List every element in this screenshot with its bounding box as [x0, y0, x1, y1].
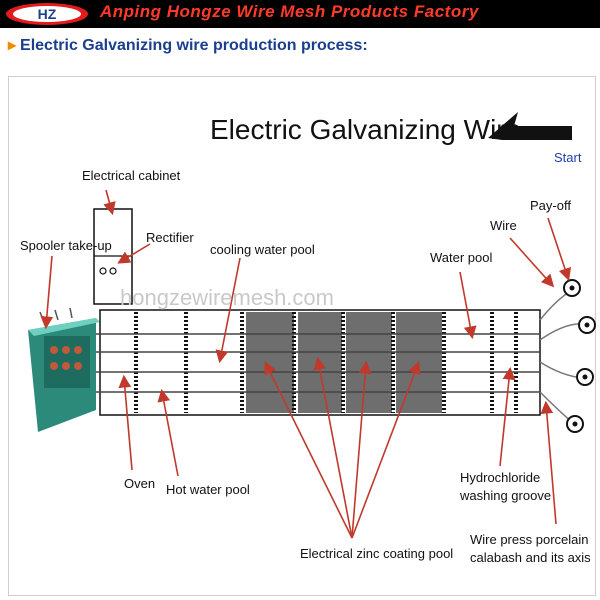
label-wire-press-line1: Wire press porcelain [470, 532, 589, 547]
section-title: ▸Electric Galvanizing wire production pr… [8, 35, 368, 55]
zinc-pool-4 [396, 312, 442, 413]
start-label: Start [554, 150, 582, 165]
diagram-title: Electric Galvanizing Wire [210, 114, 522, 145]
top-banner: HZ Anping Hongze Wire Mesh Products Fact… [0, 0, 600, 28]
label-hot-water-pool: Hot water pool [166, 482, 250, 497]
label-payoff: Pay-off [530, 198, 571, 213]
label-zinc-coating: Electrical zinc coating pool [300, 546, 454, 561]
label-oven: Oven [124, 476, 156, 491]
label-wire-press-line2: calabash and its axis [470, 550, 591, 565]
label-electrical-cabinet: Electrical cabinet [82, 168, 181, 183]
label-wire: Wire [490, 218, 517, 233]
hz-logo-icon: HZ [6, 3, 88, 25]
bullet-arrow-icon: ▸ [8, 37, 17, 54]
zinc-pool-1 [246, 312, 294, 413]
label-rectifier: Rectifier [146, 230, 194, 245]
pay-off-reels [539, 279, 596, 433]
spooler-take-up [28, 307, 100, 432]
label-hydrochloride-line2: washing groove [460, 488, 552, 503]
start-arrow-icon [488, 112, 572, 140]
section-title-text: Electric Galvanizing wire production pro… [20, 37, 368, 54]
logo-text: HZ [38, 6, 57, 22]
zinc-pool-2 [298, 312, 342, 413]
label-water-pool: Water pool [430, 250, 493, 265]
zinc-pool-3 [346, 312, 392, 413]
label-spooler: Spooler take-up [20, 238, 112, 253]
watermark: hongzewiremesh.com [120, 285, 334, 310]
company-name: Anping Hongze Wire Mesh Products Factory [100, 2, 479, 21]
label-hydrochloride-line1: Hydrochloride [460, 470, 541, 485]
pointer-arrows [40, 189, 572, 539]
label-cooling-water-pool: cooling water pool [210, 242, 315, 257]
diagram-frame [8, 76, 596, 596]
